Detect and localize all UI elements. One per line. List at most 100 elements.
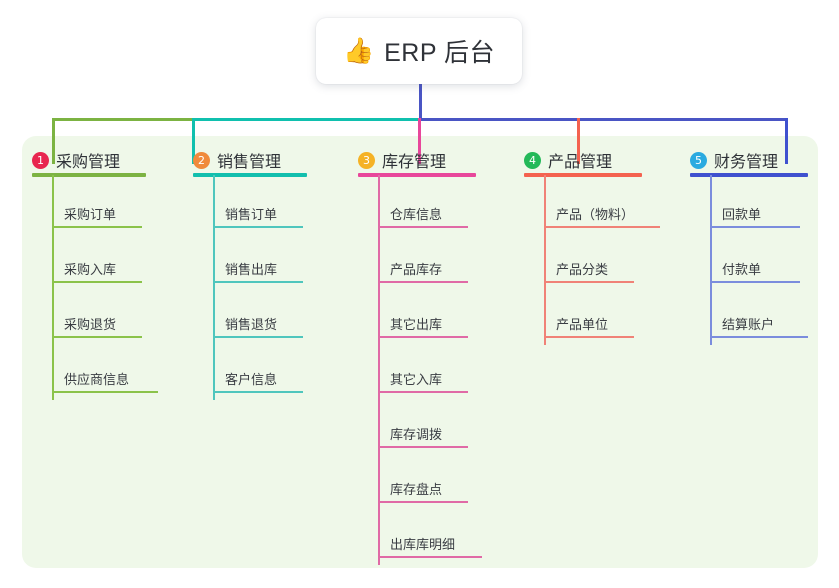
leaf-item[interactable]: 其它出库 [378,298,468,338]
leaf-label: 库存盘点 [390,482,443,497]
leaf-label: 产品分类 [556,262,609,277]
branch-header-4[interactable]: 4 产品管理 [524,148,612,172]
leaf-label: 付款单 [722,262,762,277]
leaf-label: 仓库信息 [390,207,443,222]
leaf-item[interactable]: 其它入库 [378,353,468,393]
leaf-rule [213,226,303,228]
leaf-rule [52,336,142,338]
leaf-item[interactable]: 出库库明细 [378,518,482,558]
leaf-label: 产品（物料） [556,207,635,222]
leaf-rule [544,281,634,283]
drop-connector-col4 [577,118,580,164]
leaf-label: 客户信息 [225,372,278,387]
leaf-item[interactable]: 产品分类 [544,243,634,283]
leaf-label: 供应商信息 [64,372,130,387]
leaf-rule [378,556,482,558]
branch-spine-1 [52,175,54,400]
branch-spine-3 [378,175,380,565]
bus-segment-teal [193,118,421,121]
branch-rule-1 [32,173,146,177]
leaf-rule [378,446,468,448]
branch-badge-5: 5 [690,151,707,169]
branch-spine-4 [544,175,546,345]
branch-header-1[interactable]: 1 采购管理 [32,148,120,172]
leaf-rule [378,226,468,228]
branch-badge-1: 1 [32,151,49,169]
leaf-item[interactable]: 付款单 [710,243,800,283]
drop-connector-col1 [52,118,55,164]
root-stem-connector [419,84,422,121]
leaf-label: 产品库存 [390,262,443,277]
diagram-panel [22,136,818,568]
leaf-rule [52,226,142,228]
leaf-label: 采购入库 [64,262,117,277]
leaf-label: 采购退货 [64,317,117,332]
leaf-label: 回款单 [722,207,762,222]
leaf-label: 销售退货 [225,317,278,332]
leaf-item[interactable]: 产品库存 [378,243,468,283]
drop-connector-col3 [418,118,421,164]
bus-segment-blue [419,118,788,121]
leaf-item[interactable]: 采购订单 [52,188,142,228]
branch-badge-3: 3 [358,151,375,169]
leaf-label: 其它入库 [390,372,443,387]
branch-header-3[interactable]: 3 库存管理 [358,148,446,172]
leaf-label: 采购订单 [64,207,117,222]
leaf-rule [213,391,303,393]
leaf-item[interactable]: 销售退货 [213,298,303,338]
leaf-label: 销售出库 [225,262,278,277]
branch-rule-5 [690,173,808,177]
branch-title-4: 产品管理 [548,154,613,171]
leaf-label: 结算账户 [722,317,775,332]
branch-title-5: 财务管理 [714,154,779,171]
drop-connector-col5 [785,118,788,164]
leaf-rule [544,336,634,338]
bus-segment-green [52,118,195,121]
branch-header-2[interactable]: 2 销售管理 [193,148,281,172]
branch-title-3: 库存管理 [382,154,447,171]
leaf-rule [213,336,303,338]
branch-badge-4: 4 [524,151,541,169]
leaf-rule [378,391,468,393]
leaf-item[interactable]: 产品单位 [544,298,634,338]
leaf-rule [710,281,800,283]
branch-title-2: 销售管理 [217,154,282,171]
leaf-item[interactable]: 供应商信息 [52,353,158,393]
leaf-item[interactable]: 库存调拨 [378,408,468,448]
leaf-rule [52,281,142,283]
leaf-rule [710,336,808,338]
leaf-item[interactable]: 客户信息 [213,353,303,393]
leaf-item[interactable]: 产品（物料） [544,188,660,228]
leaf-item[interactable]: 仓库信息 [378,188,468,228]
leaf-item[interactable]: 采购入库 [52,243,142,283]
root-node-erp-backend[interactable]: 👍 ERP 后台 [316,18,522,84]
leaf-label: 产品单位 [556,317,609,332]
leaf-item[interactable]: 采购退货 [52,298,142,338]
branch-spine-5 [710,175,712,345]
leaf-item[interactable]: 回款单 [710,188,800,228]
drop-connector-col2 [192,118,195,164]
branch-badge-2: 2 [193,151,210,169]
branch-header-5[interactable]: 5 财务管理 [690,148,778,172]
root-node-title: ERP 后台 [384,39,496,67]
branch-spine-2 [213,175,215,400]
leaf-item[interactable]: 库存盘点 [378,463,468,503]
leaf-rule [213,281,303,283]
branch-rule-4 [524,173,642,177]
branch-rule-3 [358,173,476,177]
branch-title-1: 采购管理 [56,154,121,171]
leaf-label: 库存调拨 [390,427,443,442]
leaf-item[interactable]: 销售出库 [213,243,303,283]
leaf-rule [544,226,660,228]
leaf-rule [378,501,468,503]
leaf-rule [378,281,468,283]
leaf-item[interactable]: 销售订单 [213,188,303,228]
leaf-label: 销售订单 [225,207,278,222]
leaf-rule [52,391,158,393]
leaf-rule [378,336,468,338]
leaf-label: 出库库明细 [390,537,456,552]
branch-rule-2 [193,173,307,177]
leaf-item[interactable]: 结算账户 [710,298,808,338]
leaf-label: 其它出库 [390,317,443,332]
